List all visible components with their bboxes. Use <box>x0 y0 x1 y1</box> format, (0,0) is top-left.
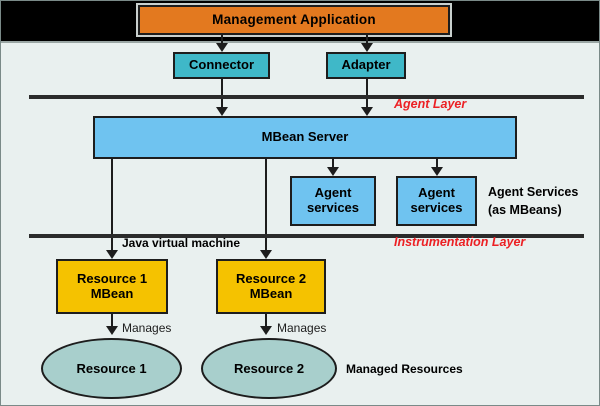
resource-mbean-box-1: Resource 1 MBean <box>56 259 168 314</box>
line-mbean-to-agent-service-1 <box>332 159 334 170</box>
resource-mbean-box-2: Resource 2 MBean <box>216 259 326 314</box>
adapter-box: Adapter <box>326 52 406 79</box>
agent-services-label-1-line1: Agent <box>314 185 352 201</box>
arrowhead-mbean-to-agent-service-2 <box>431 167 443 176</box>
arrowhead-connector-to-mbean-server <box>216 107 228 116</box>
agent-layer-divider <box>29 95 584 99</box>
resource-ellipse-2: Resource 2 <box>201 338 337 399</box>
line-mbean-to-resource-mbean-1 <box>111 159 113 253</box>
agent-services-label-2-line2: services <box>410 200 463 215</box>
resource-ellipse-1: Resource 1 <box>41 338 182 399</box>
managed-resources-caption: Managed Resources <box>346 362 463 376</box>
arrowhead-mbean-to-resource-mbean-2 <box>260 250 272 259</box>
arrowhead-adapter-to-mbean-server <box>361 107 373 116</box>
arrowhead-mgmt-to-adapter <box>361 43 373 52</box>
agent-services-label-1-line2: services <box>306 200 360 215</box>
java-virtual-machine-label: Java virtual machine <box>122 236 241 250</box>
resource-mbean-2-line2: MBean <box>249 285 293 301</box>
line-manages-1 <box>111 314 113 330</box>
agent-services-label-2-line1: Agent <box>418 185 455 201</box>
management-application-box: Management Application <box>136 3 452 37</box>
manages-label-1: Manages <box>122 321 172 335</box>
arrowhead-mbean-to-agent-service-1 <box>327 167 339 176</box>
mbean-server-box: MBean Server <box>93 116 517 159</box>
resource-mbean-1-line1: Resource 1 <box>76 270 148 286</box>
arrowhead-mbean-to-resource-mbean-1 <box>106 250 118 259</box>
agent-services-box-2: Agent services <box>396 176 477 226</box>
resource-mbean-2-line1: Resource 2 <box>235 270 307 286</box>
agent-services-caption: Agent Services (as MBeans) <box>488 183 598 219</box>
manages-label-2: Manages <box>277 321 327 335</box>
line-mgmt-to-adapter <box>366 35 368 47</box>
line-manages-2 <box>265 314 267 330</box>
resource-mbean-1-line2: MBean <box>90 285 134 301</box>
connector-box: Connector <box>173 52 270 79</box>
arrowhead-manages-1 <box>106 326 118 335</box>
instrumentation-layer-label: Instrumentation Layer <box>394 235 526 249</box>
arrowhead-manages-2 <box>260 326 272 335</box>
agent-services-box-1: Agent services <box>290 176 376 226</box>
instrumentation-layer-divider <box>29 234 584 238</box>
line-mgmt-to-connector <box>221 35 223 47</box>
agent-layer-label: Agent Layer <box>394 97 467 111</box>
agent-services-caption-line1: Agent Services <box>488 185 579 199</box>
arrowhead-mgmt-to-connector <box>216 43 228 52</box>
line-mbean-to-resource-mbean-2 <box>265 159 267 253</box>
line-mbean-to-agent-service-2 <box>436 159 438 170</box>
agent-services-caption-line2: (as MBeans) <box>488 203 562 218</box>
